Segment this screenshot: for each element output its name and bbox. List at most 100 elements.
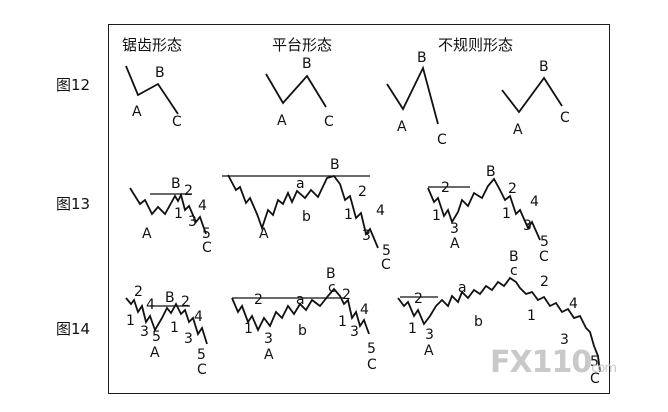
fig14-flat-label-1b: 1 <box>338 314 347 330</box>
fig13-zz-label-4: 4 <box>198 198 207 214</box>
header-flat: 平台形态 <box>272 36 333 54</box>
fig13-flat-label-B: B <box>330 157 340 173</box>
watermark-logo: FX110com <box>490 345 617 380</box>
fig13-irr-label-C: C <box>539 249 549 265</box>
fig14-irr-label-1b: 1 <box>527 308 536 324</box>
fig14-irr-label-a: a <box>458 280 467 296</box>
fig13-zigzag-wave <box>129 187 207 235</box>
fig14-irr-label-B: B <box>509 249 519 265</box>
fig14-flat-label-3b: 3 <box>350 324 359 340</box>
fig12-irr1-label-B: B <box>417 50 427 66</box>
fig12-irr2-label-C: C <box>560 110 570 126</box>
watermark-suffix: com <box>591 361 617 376</box>
fig13-zz-label-B: B <box>171 176 181 192</box>
fig14-zz-label-A: A <box>150 345 160 361</box>
fig12-irr2-label-B: B <box>539 59 549 75</box>
fig14-flat-label-C: C <box>367 357 377 373</box>
fig13-flat-label-4: 4 <box>376 203 385 219</box>
fig13-irr-label-5: 5 <box>540 234 549 250</box>
fig14-zz-label-C: C <box>197 362 207 378</box>
fig13-flat-label-1: 1 <box>344 207 353 223</box>
header-irregular: 不规则形态 <box>438 36 514 54</box>
fig14-irr-label-b: b <box>474 314 483 330</box>
fig12-zigzag-wave <box>125 65 179 115</box>
fig14-zz-label-3: 3 <box>140 324 149 340</box>
fig13-irregular-wave <box>427 177 541 241</box>
fig13-flat-label-2: 2 <box>358 184 367 200</box>
fig14-zz-label-5b: 5 <box>197 347 206 363</box>
fig14-zigzag-wave <box>125 297 208 345</box>
fig14-zz-label-1b: 1 <box>170 320 179 336</box>
fig14-irr-label-3: 3 <box>425 327 434 343</box>
row-label-fig13: 图13 <box>56 195 91 213</box>
fig14-zz-label-3b: 3 <box>184 331 193 347</box>
fig14-irr-label-3b: 3 <box>560 332 569 348</box>
fig12-flat-label-B: B <box>302 56 312 72</box>
diagram-frame <box>108 24 610 394</box>
fig12-irregular-wave-1 <box>386 65 439 125</box>
fig13-zz-label-3: 3 <box>188 214 197 230</box>
fig14-irregular-wave <box>397 276 601 373</box>
fig12-irr1-label-A: A <box>397 119 407 135</box>
watermark-brand: FX110 <box>490 345 592 380</box>
fig14-flat-label-a: a <box>296 292 305 308</box>
fig13-irr-label-2b: 2 <box>508 181 517 197</box>
fig14-flat-label-3: 3 <box>264 331 273 347</box>
fig14-zz-label-B: B <box>165 290 175 306</box>
fig12-flat-wave <box>265 73 327 108</box>
fig14-flat-label-b: b <box>298 323 307 339</box>
fig13-zz-label-A: A <box>142 226 152 242</box>
fig14-flat-label-2: 2 <box>254 292 263 308</box>
fig12-flat-label-C: C <box>324 114 334 130</box>
fig12-label-C: C <box>172 114 182 130</box>
fig12-irregular-wave-2 <box>501 76 563 114</box>
fig13-flat-label-A: A <box>259 226 269 242</box>
fig13-irr-label-2: 2 <box>441 180 450 196</box>
fig14-irr-label-2: 2 <box>414 291 423 307</box>
fig13-irr-label-B: B <box>486 164 496 180</box>
fig13-zz-label-2: 2 <box>184 183 193 199</box>
fig14-zz-label-5: 5 <box>152 329 161 345</box>
fig13-flat-label-a: a <box>296 176 305 192</box>
fig13-zz-label-1: 1 <box>174 206 183 222</box>
fig14-irr-label-c: c <box>510 263 518 279</box>
fig14-flat-label-2b: 2 <box>342 287 351 303</box>
fig14-irr-label-2b: 2 <box>540 274 549 290</box>
fig12-irr1-label-C: C <box>437 132 447 148</box>
fig12-flat-label-A: A <box>277 113 287 129</box>
fig14-zz-label-4b: 4 <box>194 309 203 325</box>
fig13-irr-label-3b: 3 <box>523 218 532 234</box>
fig14-flat-label-4: 4 <box>360 302 369 318</box>
fig14-irr-label-C: C <box>590 371 600 387</box>
fig14-irr-label-5: 5 <box>590 354 599 370</box>
fig13-zz-label-5: 5 <box>202 226 211 242</box>
header-zigzag: 锯齿形态 <box>122 36 183 54</box>
fig13-flat-label-C: C <box>381 257 391 273</box>
fig12-label-B: B <box>155 65 165 81</box>
fig12-irr2-label-A: A <box>513 122 523 138</box>
fig14-zz-label-2: 2 <box>134 284 143 300</box>
fig14-flat-label-B: B <box>326 266 336 282</box>
fig14-flat-label-1: 1 <box>244 321 253 337</box>
fig13-flat-label-3: 3 <box>362 228 371 244</box>
fig13-zz-label-C: C <box>202 240 212 256</box>
fig12-label-A: A <box>132 104 142 120</box>
fig14-zz-label-1: 1 <box>126 313 135 329</box>
fig14-flat-label-c: c <box>328 280 336 296</box>
row-label-fig12: 图12 <box>56 76 91 94</box>
fig13-flat-label-b: b <box>302 209 311 225</box>
fig13-irr-label-A: A <box>450 236 460 252</box>
fig14-zz-label-4: 4 <box>146 297 155 313</box>
fig14-flat-wave <box>231 287 370 335</box>
fig14-irr-label-4: 4 <box>569 296 578 312</box>
fig13-irr-label-3: 3 <box>450 221 459 237</box>
fig13-irr-label-1b: 1 <box>502 206 511 222</box>
fig13-irr-label-4: 4 <box>530 194 539 210</box>
fig14-zz-label-2b: 2 <box>181 294 190 310</box>
fig13-irr-label-1: 1 <box>432 208 441 224</box>
fig14-flat-label-A: A <box>264 347 274 363</box>
fig13-flat-label-5: 5 <box>382 243 391 259</box>
fig14-irr-label-1: 1 <box>408 321 417 337</box>
